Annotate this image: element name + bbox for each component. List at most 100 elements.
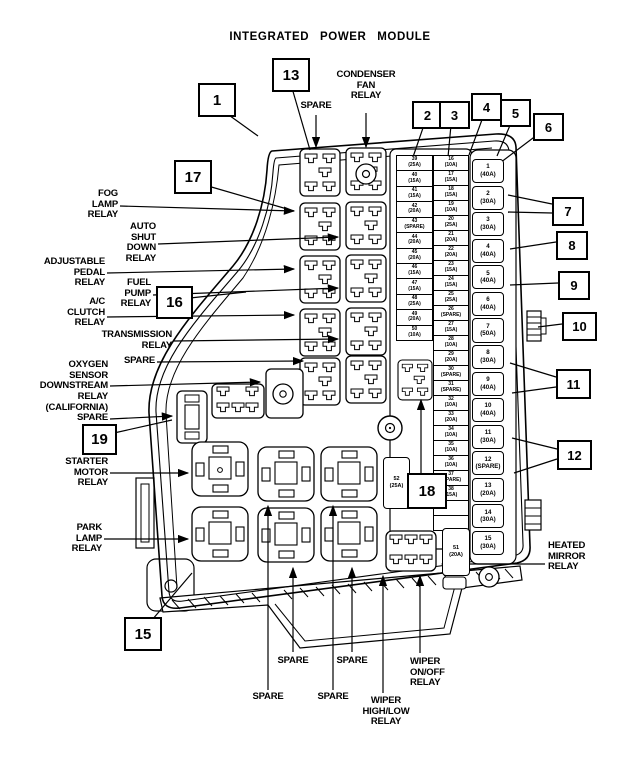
label-transmission-relay: TRANSMISSION RELAY	[101, 329, 173, 351]
label-wiper-on-off-relay: WIPER ON/OFF RELAY	[410, 656, 445, 689]
callout-18: 18	[407, 473, 447, 509]
callout-16: 16	[156, 286, 193, 319]
oxygen-sensor-relay-socket	[265, 368, 304, 419]
label-fog-lamp-relay: FOG LAMP RELAY	[87, 188, 119, 221]
fuse-cell: 41(15A)	[396, 185, 433, 203]
callout-13: 13	[272, 58, 310, 92]
micro-relay-sockets	[300, 148, 432, 405]
fuse-column-1-15: 1(40A)2(30A)3(30A)4(40A)5(40A)6(40A)7(50…	[472, 159, 504, 556]
label-condenser-fan-relay: CONDENSER FAN RELAY	[336, 69, 396, 102]
label-adjustable-pedal-relay: ADJUSTABLE PEDAL RELAY	[43, 256, 105, 289]
fuse-cell: 22(20A)	[433, 245, 469, 261]
callout-12: 12	[557, 440, 592, 470]
callout-11: 11	[556, 369, 591, 399]
fuse-cell: 21(20A)	[433, 230, 469, 246]
label-starter-motor-relay: STARTER MOTOR RELAY	[65, 456, 108, 489]
label-spare-lower: SPARE	[76, 412, 108, 423]
fuse-cell: 8(30A)	[472, 344, 504, 370]
fuse-cell: 3(30A)	[472, 212, 504, 237]
label-oxygen-sensor-relay: OXYGEN SENSOR DOWNSTREAM RELAY (CALIFORN…	[39, 359, 108, 413]
center-screw-icon	[377, 415, 403, 441]
fuse-cell: 6(40A)	[472, 291, 504, 316]
fuse-cell: 40(15A)	[396, 170, 433, 187]
fuse-cell: 27(15A)	[433, 320, 469, 336]
label-spare-upper: SPARE	[123, 355, 155, 366]
side-tab	[524, 499, 542, 531]
page-title: INTEGRATED POWER MODULE	[229, 31, 431, 43]
fuse-cell: 11(30A)	[472, 424, 504, 449]
label-fuel-pump-relay: FUEL PUMP RELAY	[120, 277, 152, 310]
callout-5: 5	[500, 99, 531, 127]
fuse-cell: 4(40A)	[472, 238, 504, 263]
big-relay-sockets	[191, 441, 378, 563]
fuse-cell: 25(25A)	[433, 290, 469, 306]
fuse-cell: 14(30A)	[472, 504, 504, 529]
fuse-cell: 19(10A)	[433, 200, 469, 216]
fuse-cell: 10(40A)	[472, 398, 504, 423]
callout-4: 4	[471, 93, 502, 121]
fuse-cell: 7(50A)	[472, 318, 504, 343]
fuse-cell: 48(25A)	[396, 293, 433, 311]
callout-17: 17	[174, 160, 212, 194]
fuse-column-16-38: 16(10A)17(15A)18(15A)19(10A)20(25A)21(20…	[433, 155, 469, 531]
callout-9: 9	[558, 271, 590, 300]
fuse-number: 51	[452, 545, 460, 552]
fuse-cell: 2(30A)	[472, 185, 504, 210]
fuse-cell: 32(10A)	[433, 395, 469, 411]
fuse-cell: 36(10A)	[433, 455, 469, 471]
fuse-cell: 17(15A)	[433, 170, 469, 186]
fuse-cell: 16(10A)	[433, 155, 469, 171]
fuse-cell: 44(20A)	[396, 232, 433, 249]
fuse-cell: 43(SPARE)	[396, 216, 433, 234]
fuse-cell: 18(15A)	[433, 185, 469, 201]
fuse-number: 52	[393, 476, 400, 483]
callout-1: 1	[198, 83, 236, 117]
fuse-cell: 24(15A)	[433, 275, 469, 291]
label-spare-bottom-2l: SPARE	[252, 691, 284, 702]
fuse-cell: 49(20A)	[396, 309, 433, 326]
fuse-cell: 50(10A)	[396, 324, 433, 342]
spare-relay-socket-tall	[176, 390, 208, 444]
label-spare-top: SPARE	[300, 100, 332, 111]
fuse-cell: 31(SPARE)	[433, 380, 469, 396]
fuse-cell: 30(SPARE)	[433, 365, 469, 381]
label-wiper-high-low-relay: WIPER HIGH/LOW RELAY	[362, 695, 410, 728]
heated-mirror-relay-socket	[385, 530, 500, 590]
label-spare-bottom-1r: SPARE	[336, 655, 368, 666]
label-heated-mirror-relay: HEATED MIRROR RELAY	[548, 540, 586, 573]
fuse-cell: 13(20A)	[472, 477, 504, 502]
base-flange	[159, 565, 523, 649]
fuse-52: 52 (25A)	[383, 457, 410, 509]
fuse-cell: 33(20A)	[433, 410, 469, 426]
fuse-cell: 47(15A)	[396, 278, 433, 295]
callout-15: 15	[124, 617, 162, 651]
callout-10: 10	[562, 312, 597, 341]
callout-3: 3	[439, 101, 470, 129]
left-rail	[135, 477, 155, 549]
label-spare-bottom-2r: SPARE	[317, 691, 349, 702]
fuse-51: 51 (20A)	[442, 528, 470, 576]
fuse-cell: 35(10A)	[433, 440, 469, 456]
fuse-cell: 29(20A)	[433, 350, 469, 366]
fuse-cell: 1(40A)	[472, 159, 504, 184]
fuse-cell: 34(10A)	[433, 425, 469, 441]
fuse-amp: (20A)	[449, 552, 463, 558]
screw-icon	[355, 163, 377, 185]
callout-8: 8	[556, 231, 588, 260]
fuse-cell: 42(20A)	[396, 201, 433, 218]
fuse-cell: 12(SPARE)	[472, 451, 504, 476]
fuse-cell: 45(20A)	[396, 247, 433, 264]
fuse-cell: 15(30A)	[472, 530, 504, 556]
relay-socket-wide	[211, 383, 265, 419]
fuse-cell: 9(40A)	[472, 371, 504, 396]
fuse-amp: (25A)	[389, 483, 404, 489]
fuse-column-39-50: 39(25A)40(15A)41(15A)42(20A)43(SPARE)44(…	[396, 155, 433, 342]
housing-outline	[148, 133, 531, 610]
fuse-cell: 5(40A)	[472, 265, 504, 290]
fuse-cell: 39(25A)	[396, 155, 433, 172]
label-spare-bottom-1l: SPARE	[277, 655, 309, 666]
label-park-lamp-relay: PARK LAMP RELAY	[71, 522, 103, 555]
callout-7: 7	[552, 197, 584, 226]
fuse-cell: 23(15A)	[433, 260, 469, 276]
